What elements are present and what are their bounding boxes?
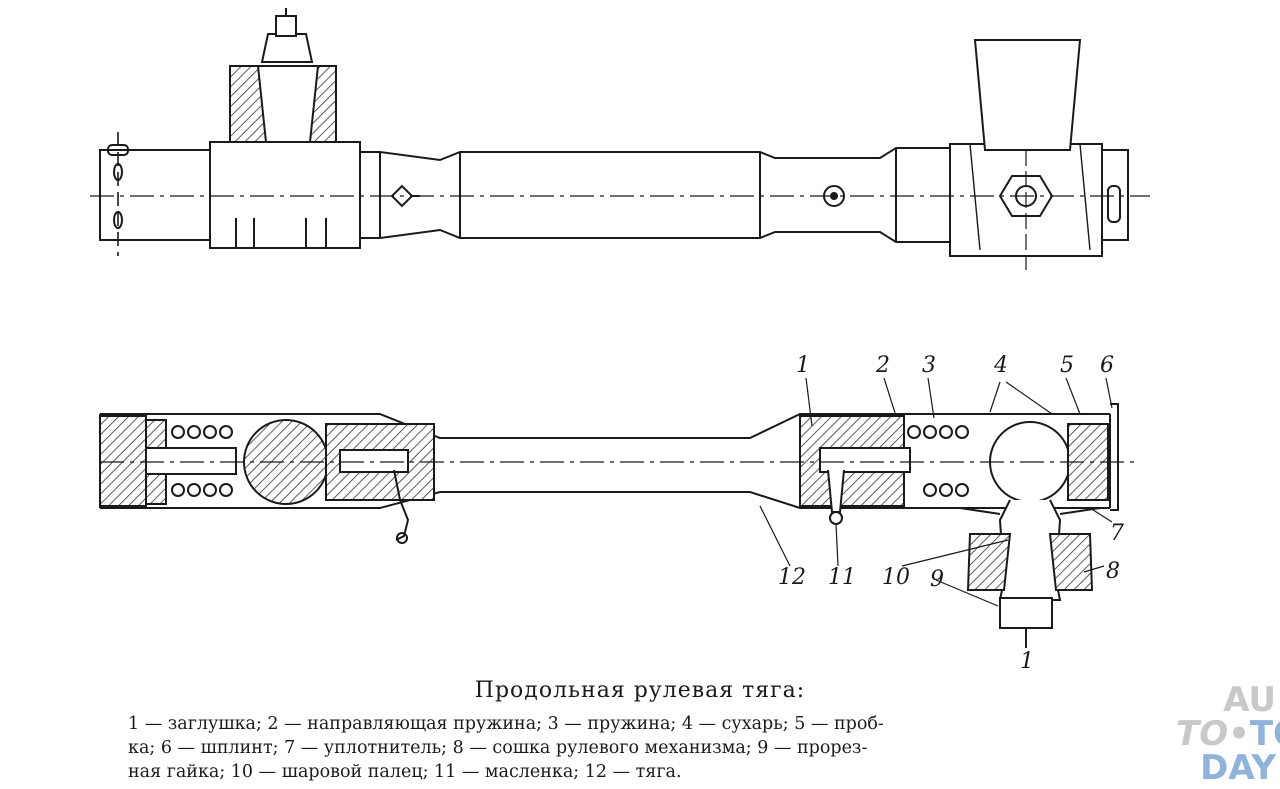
watermark-dot: •: [1228, 714, 1250, 754]
callout-8: 8: [1106, 559, 1120, 584]
right-spring: [907, 425, 969, 497]
watermark-day: DAY: [1200, 748, 1276, 788]
left-spring: [171, 425, 233, 497]
caption-line-2: ка; 6 — шплинт; 7 — уплотнитель; 8 — сош…: [128, 738, 868, 758]
callout-6: 6: [1100, 353, 1114, 378]
section-view: [99, 377, 1140, 648]
callout-1-lower: 1: [1020, 649, 1034, 674]
callout-labels: 1 2 3 4 5 6 7 8 9 10 11 12 1: [778, 353, 1124, 674]
top-view: [90, 8, 1150, 270]
callout-2: 2: [875, 353, 890, 378]
autotoday-watermark: AU TO•TO DAY: [1176, 680, 1280, 785]
callout-3: 3: [922, 353, 936, 378]
callout-5: 5: [1060, 353, 1074, 378]
caption-line-3: ная гайка; 10 — шаровой палец; 11 — масл…: [128, 762, 682, 782]
watermark-to-1: TO: [1176, 714, 1229, 754]
watermark-au: AU: [1223, 680, 1276, 720]
callout-10: 10: [882, 565, 910, 590]
callout-1: 1: [796, 353, 810, 378]
caption-legend: 1 — заглушка; 2 — направляющая пружина; …: [128, 712, 1128, 784]
caption-line-1: 1 — заглушка; 2 — направляющая пружина; …: [128, 714, 884, 734]
callout-12: 12: [778, 565, 806, 590]
callout-9: 9: [930, 567, 944, 592]
callout-7: 7: [1110, 521, 1124, 546]
caption-title: Продольная рулевая тяга:: [474, 678, 806, 703]
watermark-to-2: TO: [1249, 714, 1280, 754]
callout-11: 11: [828, 565, 856, 590]
callout-4: 4: [993, 353, 1008, 378]
